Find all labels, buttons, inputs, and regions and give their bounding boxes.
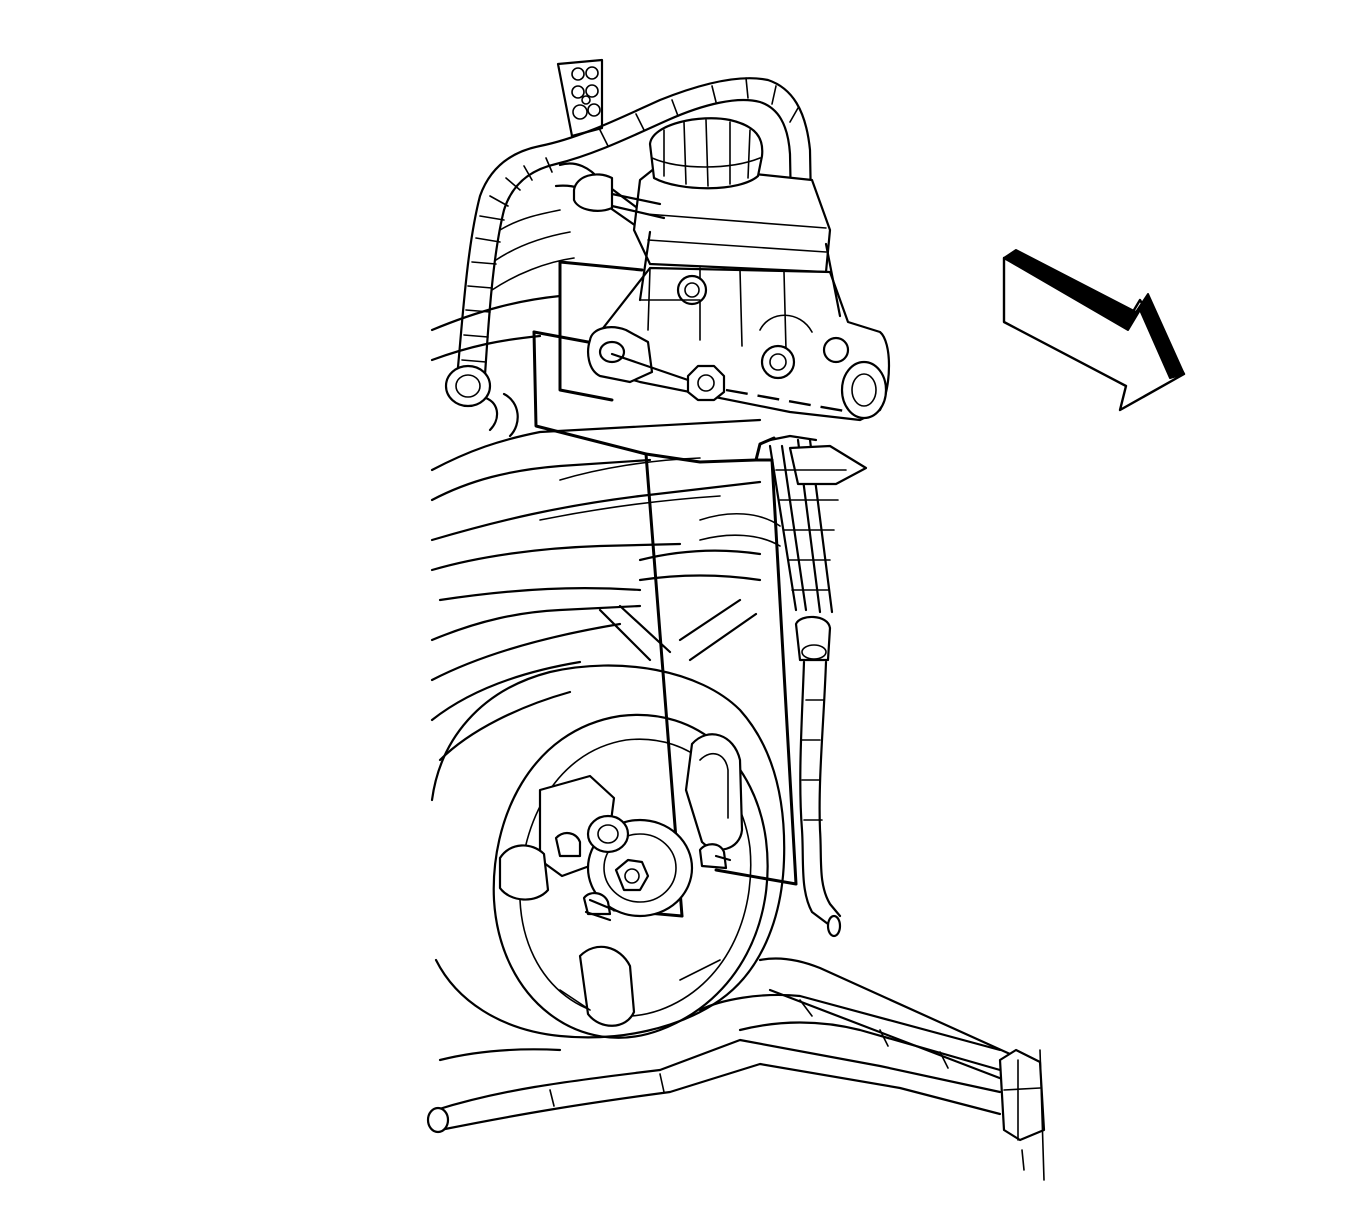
brake-lines [768,434,868,938]
master-cylinder-reservoir [572,117,832,274]
chassis-frame [430,294,781,762]
view-direction-arrow-icon [1002,249,1186,412]
stud-line [610,352,690,382]
stud-centerline [725,388,851,414]
lower-crossmember [426,957,1046,1181]
master-cylinder-body [587,230,891,422]
wiring-bracket [556,58,604,138]
mounting-nut [686,364,726,402]
brake-booster [430,664,786,1039]
